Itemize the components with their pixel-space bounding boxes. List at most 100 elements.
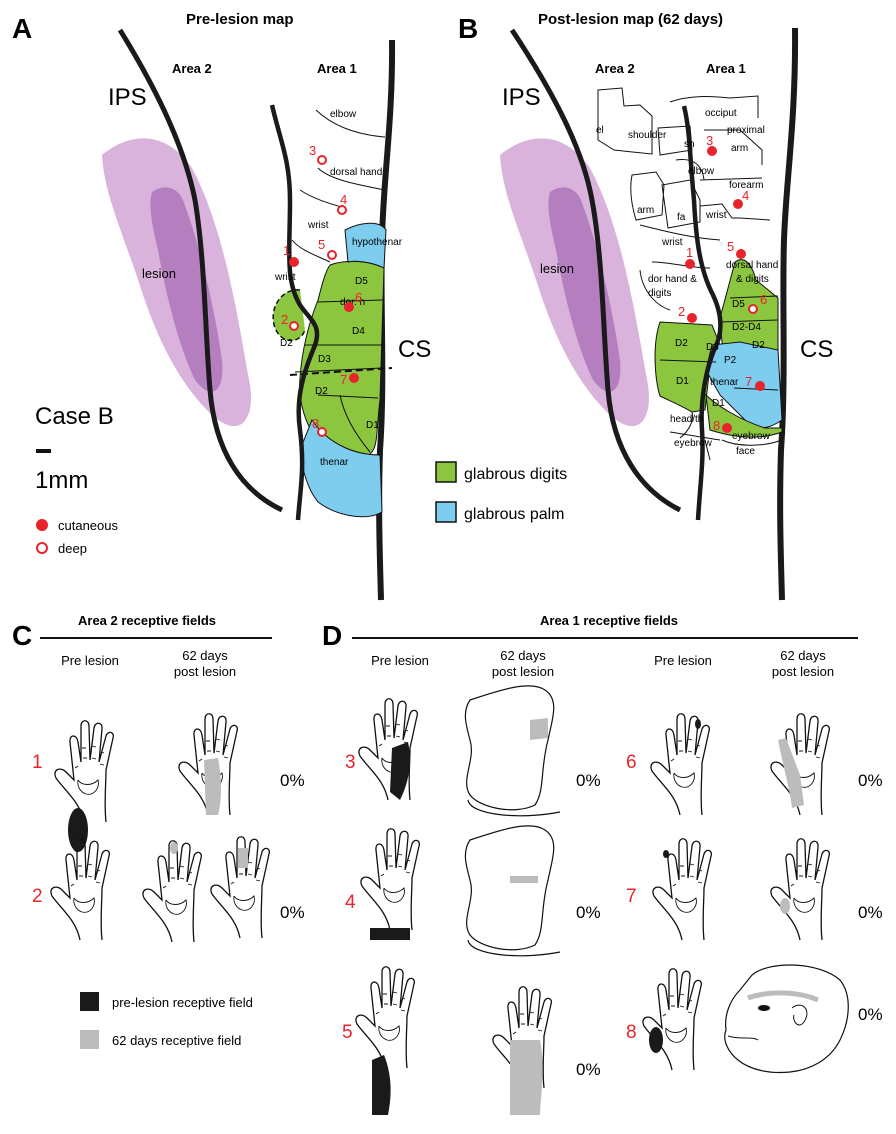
region-wrist-b: wrist bbox=[274, 272, 296, 283]
d-row-7-pre-hand bbox=[653, 839, 711, 940]
d-row-6-num: 6 bbox=[626, 752, 637, 773]
legend-deep-label: deep bbox=[58, 541, 87, 556]
b-region-dorsal-hand: dorsal hand bbox=[726, 260, 778, 271]
d-row-4-pct: 0% bbox=[576, 903, 601, 922]
c-row-1-post-rf bbox=[204, 758, 221, 815]
b-region-elbow: elbow bbox=[688, 166, 715, 177]
d-row-3-monkey bbox=[465, 686, 560, 816]
ips-label: IPS bbox=[108, 84, 147, 111]
d-row-7-pct: 0% bbox=[858, 903, 883, 922]
b-region-head-th: head/th bbox=[670, 414, 703, 425]
legend-post-rf-swatch bbox=[80, 1030, 99, 1049]
b-region-sh: sh bbox=[684, 139, 695, 150]
c-row-2-post-rf-b bbox=[238, 848, 248, 868]
c-row-1-num: 1 bbox=[32, 752, 43, 773]
region-dorsal-hand: dorsal hand bbox=[330, 167, 382, 178]
c-row-2-pre-rf bbox=[73, 840, 81, 852]
d-row-7-post-hand bbox=[771, 839, 829, 940]
b-region-d3: D3 bbox=[706, 342, 719, 353]
b-region-arm: arm bbox=[731, 143, 748, 154]
c-row-2-pct: 0% bbox=[280, 903, 305, 922]
b-region-digits: digits bbox=[648, 288, 671, 299]
a-site-8-label: 8 bbox=[312, 416, 319, 431]
a-site-5-label: 5 bbox=[318, 237, 325, 252]
region-hypothenar: hypothenar bbox=[352, 237, 403, 248]
d2-island-region bbox=[273, 290, 305, 341]
panel-c-letter: C bbox=[12, 620, 32, 651]
c-row-1-pct: 0% bbox=[280, 771, 305, 790]
panel-b-letter: B bbox=[458, 13, 478, 44]
scale-label: 1mm bbox=[35, 467, 88, 494]
c-col-pre: Pre lesion bbox=[61, 653, 119, 668]
b-region-wrist2: wrist bbox=[661, 237, 683, 248]
b-site-3-label: 3 bbox=[706, 133, 713, 148]
a-site-7-cutaneous bbox=[349, 373, 359, 383]
c-col-post-1: 62 days bbox=[182, 648, 228, 663]
panel-a-letter: A bbox=[12, 13, 32, 44]
d-row-4-monkey bbox=[465, 826, 560, 956]
a-site-2-label: 2 bbox=[281, 312, 288, 327]
d-row-3-pct: 0% bbox=[576, 771, 601, 790]
d-row-4-num: 4 bbox=[345, 892, 356, 913]
legend-cutaneous-symbol bbox=[36, 519, 48, 531]
legend-post-rf-label: 62 days receptive field bbox=[112, 1033, 241, 1048]
b-site-8-label: 8 bbox=[713, 418, 720, 433]
region-wrist-a: wrist bbox=[307, 220, 329, 231]
d-row-5-num: 5 bbox=[342, 1022, 353, 1043]
a-site-2-deep bbox=[290, 322, 298, 330]
d-row-5-pre-hand bbox=[356, 967, 414, 1068]
b-site-6-label: 6 bbox=[760, 292, 767, 307]
area2-label: Area 2 bbox=[172, 61, 212, 76]
b-region-proximal: proximal bbox=[727, 125, 765, 136]
a-site-6-cutaneous bbox=[344, 302, 354, 312]
d-row-8-pre-rf bbox=[649, 1027, 663, 1053]
b-region-shoulder: shoulder bbox=[628, 130, 667, 141]
b-site-4-label: 4 bbox=[742, 188, 749, 203]
region-d2: D2 bbox=[315, 386, 328, 397]
b-region-el: el bbox=[596, 125, 604, 136]
region-d2-island: D2 bbox=[280, 338, 293, 349]
panel-d: D Area 1 receptive fields Pre lesion 62 … bbox=[322, 613, 883, 1115]
d-row-7-num: 7 bbox=[626, 886, 637, 907]
b-site-2-label: 2 bbox=[678, 304, 685, 319]
a-site-3-deep bbox=[318, 156, 326, 164]
b-region-d2b: D2 bbox=[752, 340, 765, 351]
legend-glabrous-palm-swatch bbox=[436, 502, 456, 522]
a-site-1-label: 1 bbox=[283, 243, 290, 258]
panel-a: A Pre-lesion map Area 2 Area 1 IPS CS le… bbox=[12, 11, 567, 600]
a-site-4-deep bbox=[338, 206, 346, 214]
c-row-2-post-rf-a bbox=[170, 842, 178, 854]
legend-glabrous-palm-label: glabrous palm bbox=[464, 506, 565, 523]
b-region-and-digits: & digits bbox=[736, 274, 769, 285]
c-row-2-num: 2 bbox=[32, 886, 43, 907]
b-region-p2: P2 bbox=[724, 355, 737, 366]
a-site-3-label: 3 bbox=[309, 143, 316, 158]
region-d5: D5 bbox=[355, 276, 368, 287]
b-region-d2-d4: D2-D4 bbox=[732, 322, 761, 333]
b-region-fa: fa bbox=[677, 212, 686, 223]
case-label: Case B bbox=[35, 403, 114, 430]
a-site-5-deep bbox=[328, 251, 336, 259]
legend-glabrous-digits-label: glabrous digits bbox=[464, 466, 567, 483]
c-row-2-post-hand-a bbox=[143, 841, 201, 942]
d-col-post-right-1: 62 days bbox=[780, 648, 826, 663]
area2-label-b: Area 2 bbox=[595, 61, 635, 76]
b-site-1-label: 1 bbox=[686, 245, 693, 260]
d-col-post-left-2: post lesion bbox=[492, 664, 554, 679]
b-site-1-cutaneous bbox=[685, 259, 695, 269]
panel-d-letter: D bbox=[322, 620, 342, 651]
region-d4: D4 bbox=[352, 326, 365, 337]
d-col-post-right-2: post lesion bbox=[772, 664, 834, 679]
b-region-d5: D5 bbox=[732, 299, 745, 310]
b-site-2-cutaneous bbox=[687, 313, 697, 323]
d-col-pre-right: Pre lesion bbox=[654, 653, 712, 668]
region-thenar: thenar bbox=[320, 457, 349, 468]
d-row-5-pre-rf bbox=[372, 1055, 391, 1115]
panel-b-title: Post-lesion map (62 days) bbox=[538, 11, 723, 28]
b-region-face: face bbox=[736, 446, 755, 457]
lesion-label-b: lesion bbox=[540, 261, 574, 276]
b-region-thenar: thenar bbox=[710, 377, 739, 388]
b-site-7-label: 7 bbox=[745, 374, 752, 389]
b-region-eyebrow-b: eyebrow bbox=[674, 438, 713, 449]
